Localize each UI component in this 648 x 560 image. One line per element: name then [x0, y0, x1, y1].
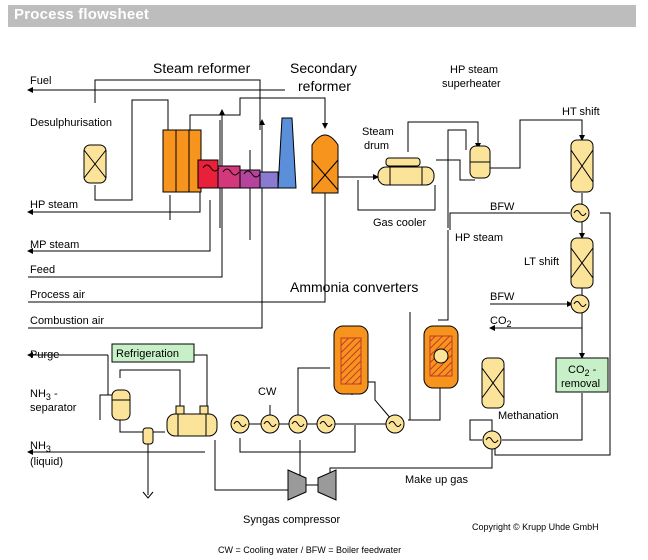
label-bfw-top: BFW — [490, 201, 515, 213]
label-syngas-compressor: Syngas compressor — [243, 514, 341, 526]
ammonia-converter-2 — [423, 325, 459, 389]
desulph-line — [94, 79, 261, 130]
ammonia-valve — [142, 491, 154, 499]
label-steam-drum-1: Steam — [362, 126, 394, 138]
compressor-inlet — [214, 440, 300, 491]
label-mp-steam: MP steam — [30, 239, 79, 251]
label-steam-drum-2: drum — [364, 140, 389, 152]
label-nh3-liquid-1: NH3 — [30, 440, 51, 454]
nh3-collector — [142, 427, 154, 445]
cooler-to-superheater — [436, 159, 475, 181]
abbreviation-legend: CW = Cooling water / BFW = Boiler feedwa… — [218, 545, 401, 555]
refrig-loop — [119, 369, 181, 410]
secondary-reformer-vessel — [311, 134, 339, 194]
label-desulphurisation: Desulphurisation — [30, 117, 112, 129]
label-process-air: Process air — [30, 289, 85, 301]
nh3-sep-line — [99, 394, 108, 420]
flue-gas-stack — [277, 117, 297, 189]
label-hp-superheater-1: HP steam — [450, 64, 498, 76]
synloop-to-conv — [297, 367, 330, 424]
process-air-line — [28, 190, 326, 303]
syngas-compressor — [287, 469, 337, 501]
hp-superheater-steam — [447, 129, 467, 228]
label-purge: Purge — [30, 349, 59, 361]
hp-steam-right — [438, 230, 449, 321]
label-feed: Feed — [30, 264, 55, 276]
combustion-air-line — [28, 119, 265, 329]
label-steam-reformer: Steam reformer — [153, 60, 251, 76]
label-hp-superheater-2: superheater — [442, 78, 501, 90]
ammonia-converter-1 — [333, 325, 369, 395]
steam-drum — [385, 157, 421, 167]
label-gas-cooler: Gas cooler — [373, 217, 427, 229]
co2removal-to-meth — [502, 393, 583, 441]
desulph-to-reformer — [94, 99, 169, 201]
drum-to-superheater — [407, 121, 481, 152]
label-bfw-mid: BFW — [490, 291, 515, 303]
superheater-to-htshift — [490, 119, 585, 169]
conv2-loop — [408, 380, 441, 421]
refrig-right — [194, 354, 208, 410]
mp-steam-line — [28, 200, 211, 252]
hp-steam-left-line — [28, 190, 201, 213]
label-methanation: Methanation — [498, 410, 559, 422]
label-fuel: Fuel — [30, 75, 51, 87]
label-secondary-reformer-1: Secondary — [290, 60, 357, 76]
label-secondary-reformer-2: reformer — [298, 78, 351, 94]
label-nh3-separator-1: NH3 - — [30, 388, 58, 402]
label-combustion-air: Combustion air — [30, 315, 104, 327]
steam-reformer — [162, 129, 279, 193]
refrigeration-box — [111, 343, 195, 363]
label-nh3-liquid-2: (liquid) — [30, 456, 63, 468]
right-outer-loop — [494, 212, 611, 456]
ht-shift-vessel — [570, 139, 594, 193]
lt-shift-vessel — [570, 237, 594, 289]
separator-feed — [119, 418, 165, 433]
hp-steam-superheater — [469, 145, 491, 179]
reformer-to-secondary — [189, 97, 328, 130]
label-co2-out: CO2 — [490, 315, 512, 329]
page-title: Process flowsheet — [14, 6, 150, 23]
meth-loop — [469, 419, 493, 441]
label-cw: CW — [258, 386, 277, 398]
label-make-up-gas: Make up gas — [405, 474, 468, 486]
label-lt-shift: LT shift — [524, 256, 559, 268]
refrigeration-exchanger — [166, 405, 218, 437]
label-refrigeration: Refrigeration — [116, 348, 179, 360]
label-hp-steam: HP steam — [30, 199, 78, 211]
label-co2-removal-2: removal — [561, 378, 600, 390]
gas-cooler-loop — [357, 180, 436, 211]
label-ammonia-converters: Ammonia converters — [290, 279, 418, 295]
desulphurisation-vessel — [83, 144, 107, 184]
label-co2-removal-1: CO2 - — [568, 364, 597, 378]
synloop-exchangers — [230, 414, 405, 434]
co2-removal-box — [555, 357, 609, 393]
label-ht-shift: HT shift — [562, 106, 600, 118]
bfw-top-line — [449, 212, 570, 230]
nh3-separator-vessel — [111, 389, 131, 421]
methanation-vessel — [481, 357, 505, 409]
label-hp-steam-mid: HP steam — [455, 232, 503, 244]
gas-cooler — [377, 166, 435, 186]
copyright-notice: Copyright © Krupp Uhde GmbH — [472, 522, 599, 532]
page-header: Process flowsheet — [8, 5, 636, 27]
label-nh3-separator-2: separator — [30, 402, 77, 414]
synloop-lower — [239, 425, 356, 453]
